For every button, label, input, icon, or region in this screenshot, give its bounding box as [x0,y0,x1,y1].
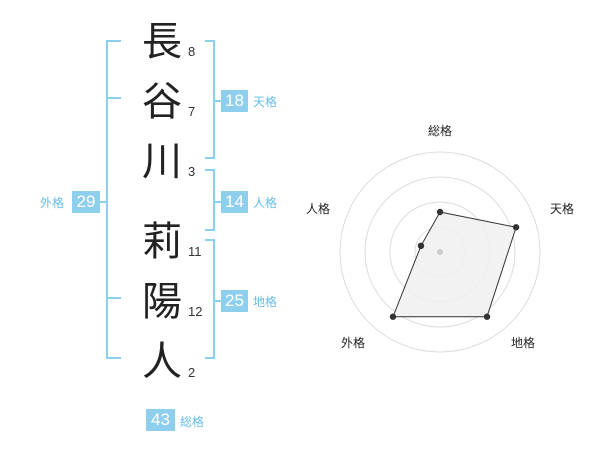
radar-center-dot [437,249,443,255]
tenkaku-badge: 18 [221,90,248,112]
radar-axis-label-gaikaku: 外格 [341,336,366,350]
radar-point-4 [389,313,397,320]
jinkaku-label: 人格 [253,196,278,210]
radar-axis-label-tenkaku: 天格 [550,202,575,216]
name-char-3: 川 [142,139,182,185]
soukaku-badge: 43 [146,409,175,431]
name-char-5: 陽 [142,279,182,325]
gaikaku-badge: 29 [72,191,100,213]
jinkaku-badge: 14 [221,191,248,213]
stroke-count-3: 3 [188,164,196,179]
stroke-count-5: 12 [188,304,203,319]
chikaku-label: 地格 [253,295,278,309]
tenkaku-label: 天格 [253,95,278,109]
name-char-2: 谷 [142,79,182,125]
radar-axis-label-soukaku: 総格 [428,124,453,138]
radar-point-5 [417,242,425,250]
stroke-count-6: 2 [188,365,196,380]
radar-axis-label-chikaku: 地格 [511,336,536,350]
name-char-4: 莉 [142,219,182,265]
stroke-count-4: 11 [188,244,202,259]
radar-point-1 [436,208,444,216]
stroke-count-1: 8 [188,44,196,59]
radar-point-3 [483,313,491,320]
chikaku-badge: 25 [221,290,248,312]
name-char-6: 人 [142,339,182,385]
name-char-1: 長 [142,19,182,65]
radar-axis-label-jinkaku: 人格 [306,202,331,216]
radar-polygon [392,211,517,318]
radar-point-2 [512,224,520,231]
radar-ring-4 [339,151,541,353]
stroke-count-2: 7 [188,104,196,119]
radar-ring-3 [364,176,516,328]
gaikaku-label: 外格 [40,196,65,210]
soukaku-label: 総格 [180,415,205,429]
